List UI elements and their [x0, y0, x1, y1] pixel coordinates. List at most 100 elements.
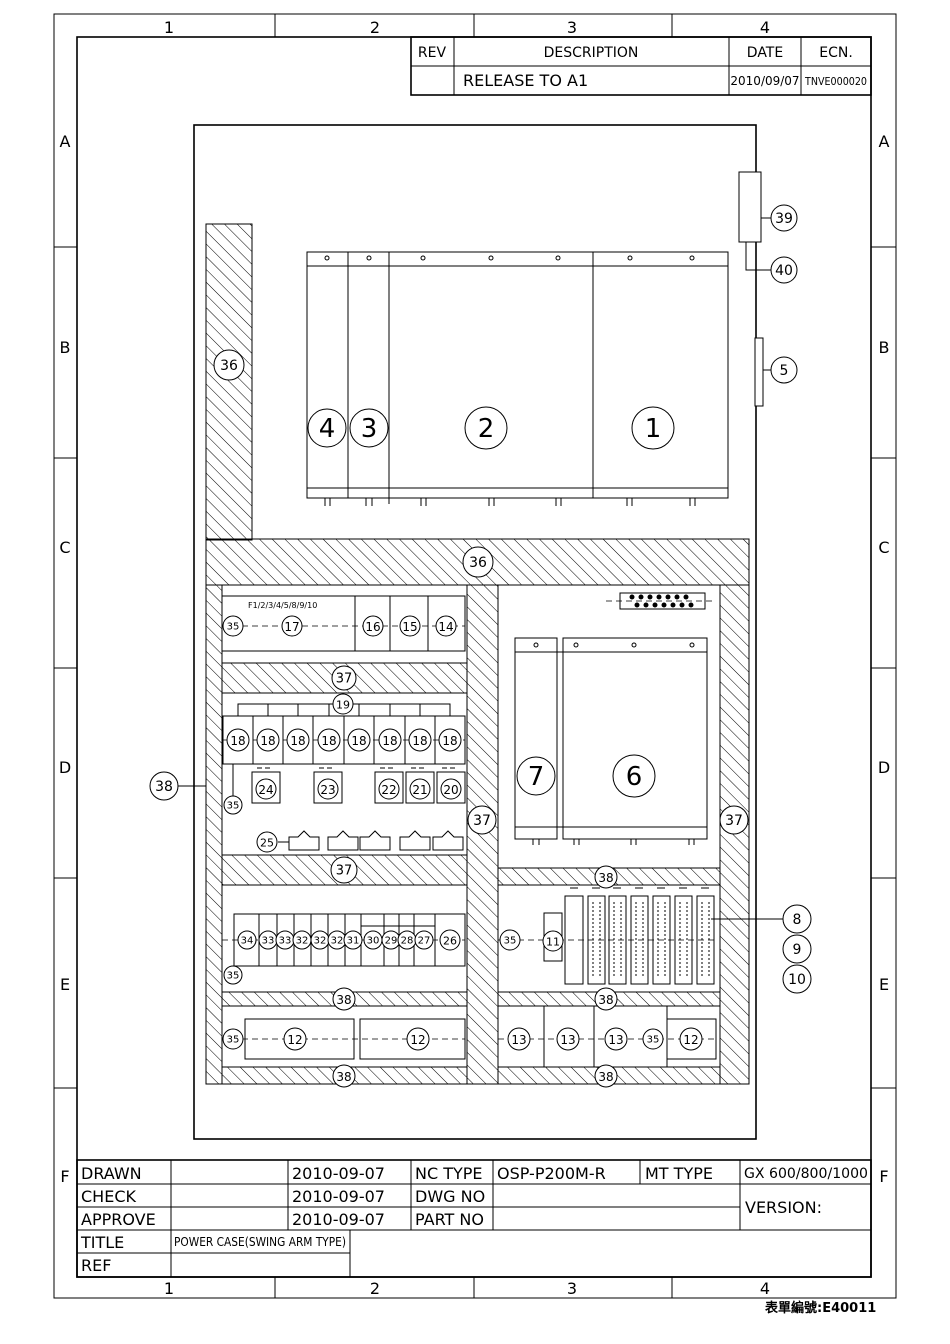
- balloon-b13: 13: [604, 1027, 628, 1051]
- bottom-row-right: [497, 1005, 718, 1068]
- connector-strip: [606, 592, 716, 610]
- balloon-b9: 9: [782, 934, 812, 964]
- balloon-b12: 12: [679, 1027, 703, 1051]
- revision-date: 2010/09/07: [730, 74, 799, 88]
- balloon-number: 18: [230, 734, 245, 748]
- balloon-b40: 40: [770, 256, 798, 284]
- balloon-b13: 13: [507, 1027, 531, 1051]
- approve-label: APPROVE: [81, 1210, 156, 1229]
- balloon-circle: [223, 965, 243, 985]
- balloon-circle: [378, 728, 402, 752]
- balloon-b35: 35: [222, 1028, 244, 1050]
- balloon-number: 38: [598, 1070, 613, 1084]
- balloon-circle: [770, 356, 798, 384]
- balloon-number: 32: [314, 936, 327, 947]
- balloon-circle: [213, 349, 245, 381]
- balloon-circle: [149, 771, 179, 801]
- revision-ecn: TNVE000020: [804, 75, 867, 88]
- balloon-number: 18: [382, 734, 397, 748]
- balloon-circle: [256, 831, 278, 853]
- balloon-b14: 14: [435, 615, 457, 637]
- fuse-label: F1/2/3/4/5/8/9/10: [248, 601, 317, 610]
- balloon-number: 17: [284, 620, 299, 634]
- version-label: VERSION:: [745, 1198, 822, 1217]
- ref-label: REF: [81, 1256, 111, 1275]
- balloon-circle: [556, 1027, 580, 1051]
- balloon-b35: 35: [222, 615, 244, 637]
- balloon-circle: [307, 408, 347, 448]
- door-component-5: [754, 337, 764, 407]
- balloon-b34: 34: [237, 930, 257, 950]
- balloon-circle: [349, 408, 389, 448]
- balloon-b37: 37: [467, 805, 497, 835]
- balloon-number: 34: [241, 936, 254, 947]
- title-label: TITLE: [80, 1233, 124, 1252]
- balloon-b21: 21: [409, 778, 431, 800]
- breaker-row: F1/2/3/4/5/8/9/10: [221, 595, 466, 652]
- balloon-number: 37: [336, 672, 353, 687]
- balloon-circle: [467, 805, 497, 835]
- balloon-b33: 33: [275, 930, 295, 950]
- surge-absorbers: [278, 830, 464, 851]
- balloon-circle: [332, 693, 354, 715]
- balloon-circle: [612, 754, 656, 798]
- balloon-number: 11: [546, 936, 560, 949]
- balloon-number: 12: [287, 1033, 302, 1047]
- zone-row-f-right: F: [879, 1167, 888, 1186]
- balloon-circle: [331, 665, 357, 691]
- balloon-b17: 17: [281, 615, 303, 637]
- balloon-circle: [347, 728, 371, 752]
- balloon-number: 20: [443, 783, 458, 797]
- title-value: POWER CASE(SWING ARM TYPE): [174, 1235, 346, 1249]
- balloon-b18: 18: [286, 728, 310, 752]
- drive-units-right: [514, 637, 708, 845]
- balloon-b35: 35: [499, 929, 521, 951]
- balloon-b38: 38: [332, 987, 356, 1011]
- balloon-number: 18: [290, 734, 305, 748]
- balloon-circle: [378, 778, 400, 800]
- balloon-b28: 28: [397, 930, 417, 950]
- balloon-circle: [516, 756, 556, 796]
- balloon-number: 13: [560, 1033, 575, 1047]
- revision-block: REV DESCRIPTION DATE ECN. RELEASE TO A1 …: [410, 36, 872, 96]
- balloon-number: 38: [598, 993, 613, 1007]
- balloon-b33: 33: [258, 930, 278, 950]
- balloon-b38: 38: [594, 1064, 618, 1088]
- balloon-number: 32: [296, 936, 309, 947]
- balloon-number: 12: [410, 1033, 425, 1047]
- balloon-number: 18: [321, 734, 336, 748]
- balloon-circle: [362, 615, 384, 637]
- balloon-circle: [499, 929, 521, 951]
- balloon-b38: 38: [594, 987, 618, 1011]
- balloon-b13: 13: [556, 1027, 580, 1051]
- balloon-number: 10: [788, 972, 806, 988]
- check-label: CHECK: [81, 1187, 136, 1206]
- check-date: 2010-09-07: [292, 1187, 385, 1206]
- balloon-number: 35: [227, 1035, 240, 1046]
- balloon-b20: 20: [440, 778, 462, 800]
- zone-row-c-left: C: [59, 538, 70, 557]
- form-number: 表單編號:E40011: [764, 1300, 876, 1316]
- balloon-number: 37: [725, 813, 743, 829]
- balloon-b37: 37: [330, 856, 358, 884]
- balloon-b8: 8: [782, 904, 812, 934]
- balloon-b23: 23: [317, 778, 339, 800]
- balloon-circle: [770, 256, 798, 284]
- plc-io-modules: [498, 887, 783, 985]
- balloon-number: 33: [262, 936, 275, 947]
- balloon-unit1: 1: [631, 406, 675, 450]
- balloon-circle: [343, 930, 363, 950]
- balloon-circle: [440, 778, 462, 800]
- balloon-number: 26: [443, 935, 457, 948]
- nc-type-value: OSP-P200M-R: [497, 1164, 606, 1183]
- balloon-b18: 18: [256, 728, 280, 752]
- balloon-number: 40: [775, 263, 793, 279]
- balloon-b27: 27: [414, 930, 434, 950]
- balloon-b25: 25: [256, 831, 278, 853]
- balloon-number: 21: [412, 783, 427, 797]
- balloon-circle: [317, 778, 339, 800]
- balloon-number: 35: [647, 1035, 660, 1046]
- zone-row-d-left: D: [59, 758, 71, 777]
- balloon-number: 2: [478, 414, 495, 444]
- balloon-b38: 38: [332, 1064, 356, 1088]
